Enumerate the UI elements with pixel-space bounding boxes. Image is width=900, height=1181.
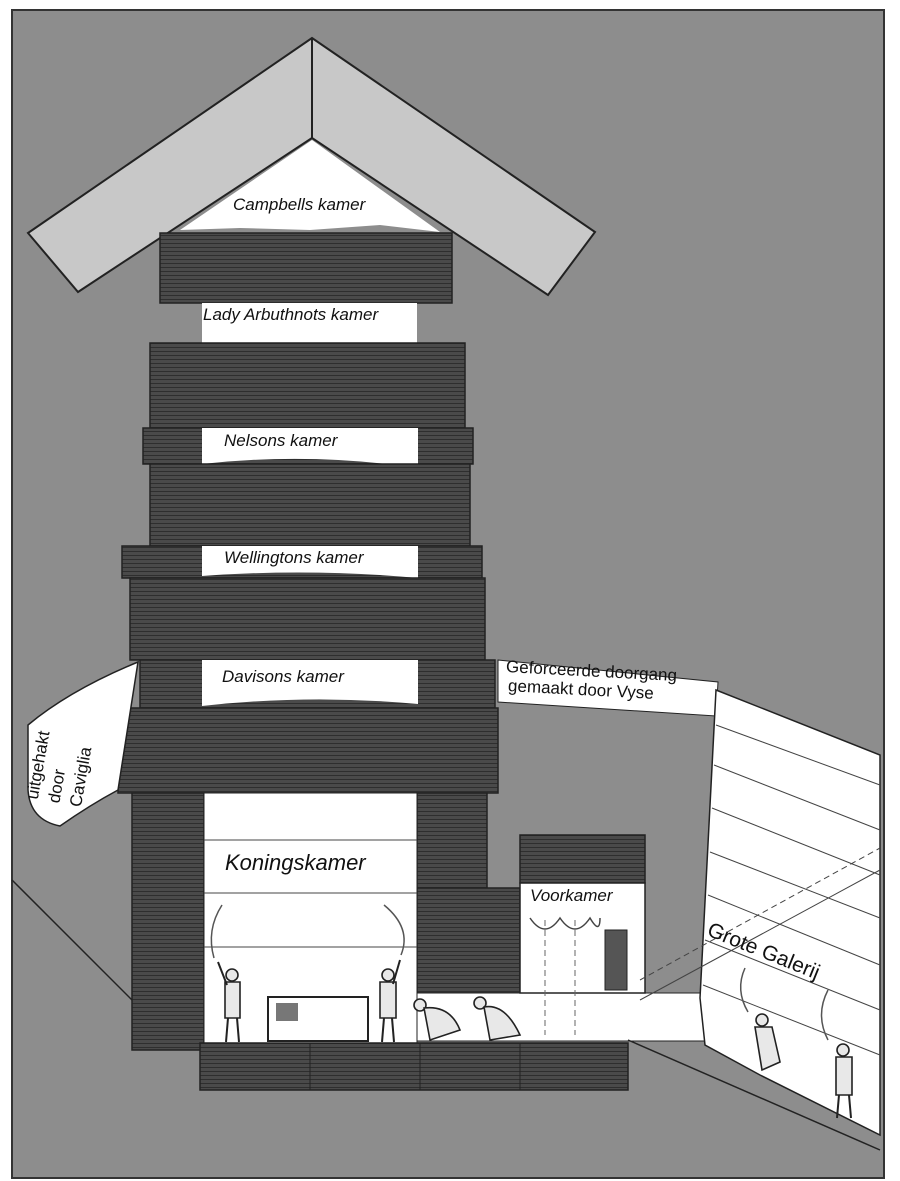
stone-block-3 xyxy=(149,463,471,547)
stone-block-4 xyxy=(129,577,486,661)
wellington-chamber xyxy=(202,546,418,578)
gallery-stripe-5 xyxy=(707,894,881,966)
label-arbuthnot-chamber: Lady Arbuthnots kamer xyxy=(203,305,379,324)
figure-torch-left xyxy=(210,904,241,1043)
stone-block-5 xyxy=(117,707,499,794)
stone-block-1 xyxy=(159,232,453,304)
gallery-stripe-2 xyxy=(713,764,881,831)
gallery-stripe-7 xyxy=(702,984,881,1056)
antechamber-roof xyxy=(519,834,646,884)
nelson-chamber xyxy=(202,428,418,468)
gallery-stripe-6 xyxy=(704,939,881,1011)
slope-line-left xyxy=(11,879,133,1001)
figure-gallery-1 xyxy=(739,967,781,1072)
figure-gallery-2 xyxy=(820,989,853,1119)
slope-line-lower xyxy=(627,1039,881,1151)
label-nelson-chamber: Nelsons kamer xyxy=(224,431,339,450)
antechamber-portcullis xyxy=(529,916,601,930)
caviglia-tunnel xyxy=(27,660,139,827)
gallery-stripe-1 xyxy=(715,724,881,786)
king-chamber-wall-right-lower xyxy=(416,887,521,994)
low-passage xyxy=(416,992,708,1042)
base-stones xyxy=(199,1042,629,1091)
campbell-chamber xyxy=(180,140,440,232)
gallery-ramp-2 xyxy=(639,847,881,981)
sarcophagus-hole xyxy=(276,1003,298,1021)
figure-kneeling-2 xyxy=(473,996,522,1041)
figure-torch-middle xyxy=(379,904,405,1043)
label-davison-chamber: Davisons kamer xyxy=(222,667,345,686)
stone-block-2 xyxy=(149,342,466,429)
grand-gallery xyxy=(699,688,881,1137)
label-king-chamber: Koningskamer xyxy=(225,850,367,875)
label-antechamber: Voorkamer xyxy=(530,886,614,905)
gallery-ramp-1 xyxy=(639,869,881,1001)
king-chamber-wall-left xyxy=(131,792,205,1051)
figure-kneeling-1 xyxy=(413,998,462,1042)
arbuthnot-chamber xyxy=(202,303,417,343)
label-campbell-chamber: Campbells kamer xyxy=(233,195,367,214)
gallery-stripe-4 xyxy=(709,851,881,919)
antechamber-granite-leaf xyxy=(604,929,628,991)
davison-chamber xyxy=(202,660,418,706)
label-wellington-chamber: Wellingtons kamer xyxy=(224,548,365,567)
